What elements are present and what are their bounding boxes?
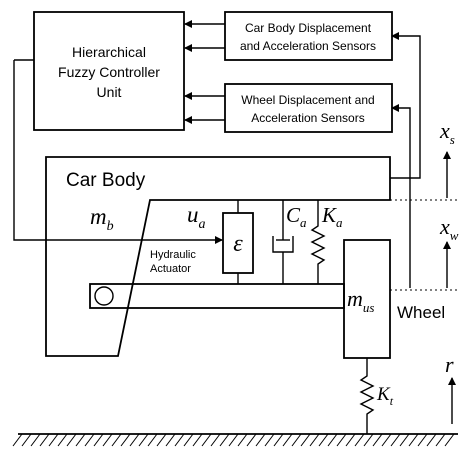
ground-hatch-line [246, 433, 257, 447]
ground-hatch-line [102, 433, 113, 447]
control-signal-line [13, 60, 223, 244]
ground-hatch-line [363, 433, 374, 447]
ground-hatch-line [318, 433, 329, 447]
ground-hatch-line [255, 433, 266, 447]
ground-hatch-line [165, 433, 176, 447]
ground-hatch-line [66, 433, 77, 447]
controller-label-3: Unit [97, 84, 122, 100]
ground-hatch-line [309, 433, 320, 447]
xw-label: xw [439, 214, 459, 243]
ground-hatch-line [84, 433, 95, 447]
tire-spring [359, 358, 375, 434]
car-body-sensor-label-1: Car Body Displacement [245, 21, 372, 35]
ground-hatch-line [39, 433, 50, 447]
actuator-symbol: ε [233, 231, 243, 257]
ground-hatch-line [273, 433, 284, 447]
ground-hatch-line [129, 433, 140, 447]
ground-hatch-line [138, 433, 149, 447]
car-body-label: Car Body [66, 170, 146, 191]
ground-hatch-line [111, 433, 122, 447]
ground-hatch-line [300, 433, 311, 447]
ground-hatch-line [327, 433, 338, 447]
ground-hatch-line [120, 433, 131, 447]
ground-hatch-line [93, 433, 104, 447]
ground-hatch-line [345, 433, 356, 447]
ground-hatch-line [390, 433, 401, 447]
ground-hatch-line [21, 433, 32, 447]
ground-hatch-line [210, 433, 221, 447]
car-body-sensor-label-2: and Acceleration Sensors [240, 39, 376, 53]
controller-label-1: Hierarchical [72, 44, 146, 60]
ground-hatch-line [372, 433, 383, 447]
ground-hatch-line [156, 433, 167, 447]
arm-pivot [94, 286, 114, 306]
ground-hatching [12, 433, 455, 447]
car-body-outline [45, 156, 391, 357]
ground-hatch-line [264, 433, 275, 447]
wheel-sensor-label-2: Acceleration Sensors [251, 111, 364, 125]
ground-hatch-line [444, 433, 455, 447]
wheel-feedback-line [391, 104, 411, 288]
ground-hatch-line [417, 433, 428, 447]
controller-label-2: Fuzzy Controller [58, 64, 160, 80]
ground-hatch-line [48, 433, 59, 447]
actuator-force: ua [187, 202, 206, 232]
ground-hatch-line [354, 433, 365, 447]
ground-hatch-line [291, 433, 302, 447]
actuator-label-2: Actuator [150, 263, 191, 275]
wheel-sensor-label-1: Wheel Displacement and [241, 93, 374, 107]
xs-label: xs [439, 118, 455, 147]
controller-box [33, 11, 185, 131]
ground-hatch-line [228, 433, 239, 447]
wheel-label: Wheel [397, 303, 445, 322]
actuator-label-1: Hydraulic [150, 249, 196, 261]
ground-hatch-line [237, 433, 248, 447]
ground-hatch-line [426, 433, 437, 447]
ground-hatch-line [282, 433, 293, 447]
ground-hatch-line [336, 433, 347, 447]
ground-hatch-line [408, 433, 419, 447]
ground-hatch-line [183, 433, 194, 447]
ground-hatch-line [12, 433, 23, 447]
r-label: r [445, 352, 454, 377]
car-body-mass: mb [90, 204, 114, 234]
ground-hatch-line [201, 433, 212, 447]
ground-hatch-line [219, 433, 230, 447]
spring-ka [310, 200, 326, 284]
ground-hatch-line [30, 433, 41, 447]
tire-spring-label: Kt [376, 384, 394, 408]
ground-hatch-line [192, 433, 203, 447]
ground-hatch-line [399, 433, 410, 447]
ground-hatch-line [57, 433, 68, 447]
car-body-feedback-line [390, 32, 421, 179]
damper-label: Ca [286, 203, 307, 230]
spring-ka-label: Ka [321, 203, 343, 230]
ground-hatch-line [381, 433, 392, 447]
ground-hatch-line [435, 433, 446, 447]
ground-hatch-line [147, 433, 158, 447]
ground-hatch-line [174, 433, 185, 447]
wheel-mass-label: mus [347, 286, 374, 315]
ground-hatch-line [75, 433, 86, 447]
